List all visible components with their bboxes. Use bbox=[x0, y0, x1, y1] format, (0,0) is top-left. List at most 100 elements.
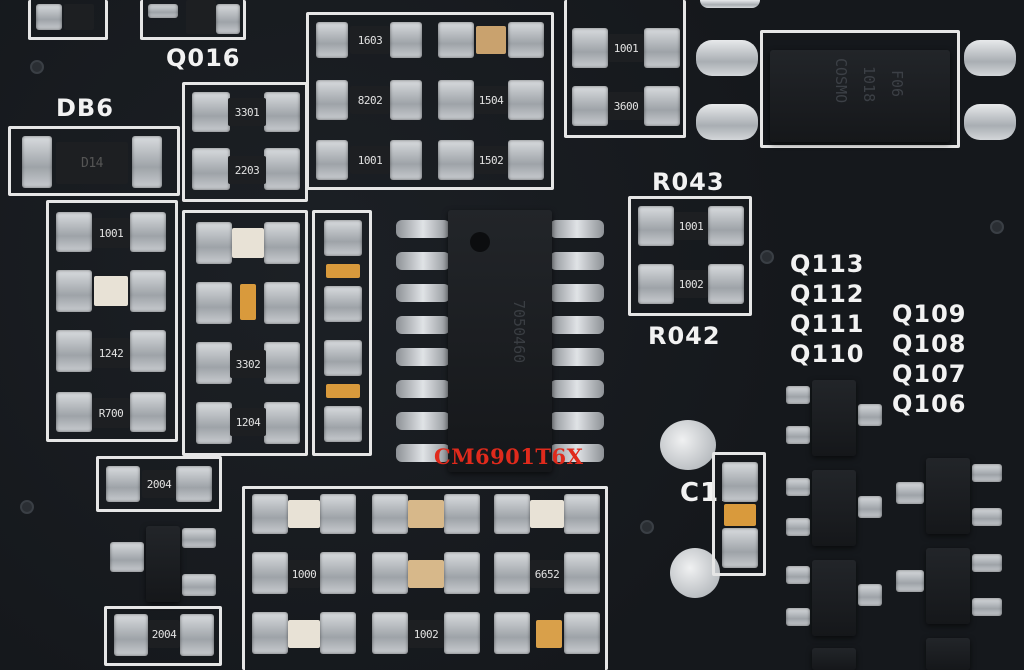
ic-pin bbox=[396, 412, 450, 430]
pad bbox=[56, 392, 92, 432]
pad bbox=[494, 494, 530, 534]
pad bbox=[252, 494, 288, 534]
label-q113: Q113 bbox=[790, 250, 865, 278]
pad bbox=[638, 206, 674, 246]
ic-pin bbox=[550, 284, 604, 302]
pad bbox=[176, 466, 212, 502]
pad bbox=[264, 222, 300, 264]
pad bbox=[132, 136, 162, 188]
pad bbox=[508, 140, 544, 180]
pad bbox=[708, 264, 744, 304]
pad bbox=[316, 22, 348, 58]
resistor-6652: 6652 bbox=[530, 560, 564, 588]
resistor-2203: 2203 bbox=[228, 156, 266, 184]
pad bbox=[316, 80, 348, 120]
pad bbox=[438, 140, 474, 180]
pad bbox=[896, 570, 924, 592]
pad bbox=[56, 330, 92, 372]
ic-pin bbox=[550, 380, 604, 398]
pad bbox=[722, 462, 758, 502]
pad bbox=[564, 552, 600, 594]
pad bbox=[130, 270, 166, 312]
transistor bbox=[812, 380, 856, 456]
label-q106: Q106 bbox=[892, 390, 967, 418]
pad bbox=[264, 148, 300, 190]
ic-pin bbox=[550, 252, 604, 270]
pad bbox=[264, 342, 300, 384]
component-body bbox=[64, 4, 94, 30]
pad bbox=[264, 402, 300, 444]
capacitor bbox=[408, 500, 444, 528]
pad bbox=[786, 608, 810, 626]
pad bbox=[972, 598, 1002, 616]
pad bbox=[700, 0, 760, 8]
resistor-1001: 1001 bbox=[350, 146, 390, 174]
ic-pin bbox=[550, 348, 604, 366]
transistor bbox=[926, 548, 970, 624]
ic-pin bbox=[396, 220, 450, 238]
via bbox=[640, 520, 654, 534]
ic-marking: 7050460 bbox=[510, 300, 528, 364]
capacitor bbox=[232, 228, 264, 258]
pad bbox=[130, 330, 166, 372]
pad bbox=[786, 566, 810, 584]
resistor-2004: 2004 bbox=[142, 470, 176, 498]
transistor bbox=[812, 648, 856, 670]
ic-pin bbox=[396, 380, 450, 398]
capacitor bbox=[240, 284, 256, 320]
resistor-1001: 1001 bbox=[92, 218, 130, 248]
diode-db6: D14 bbox=[56, 142, 128, 184]
pad bbox=[508, 80, 544, 120]
pad bbox=[196, 402, 232, 444]
pad bbox=[972, 508, 1002, 526]
silkscreen-outline bbox=[140, 0, 246, 40]
top-right-ic bbox=[770, 50, 950, 142]
via bbox=[760, 250, 774, 264]
pad bbox=[130, 212, 166, 252]
pad bbox=[494, 552, 530, 594]
resistor-1502: 1502 bbox=[474, 146, 508, 174]
pad bbox=[638, 264, 674, 304]
pad bbox=[390, 80, 422, 120]
main-ic-cm6901 bbox=[448, 210, 552, 472]
pad bbox=[252, 612, 288, 654]
resistor-2004: 2004 bbox=[148, 620, 180, 648]
pad bbox=[36, 4, 62, 30]
resistor-1603: 1603 bbox=[350, 26, 390, 54]
pad bbox=[56, 212, 92, 252]
pad bbox=[390, 22, 422, 58]
label-db6: DB6 bbox=[56, 94, 114, 122]
pad bbox=[786, 478, 810, 496]
label-q108: Q108 bbox=[892, 330, 967, 358]
label-q109: Q109 bbox=[892, 300, 967, 328]
db6-outline bbox=[8, 126, 180, 196]
pad bbox=[390, 140, 422, 180]
label-r042: R042 bbox=[648, 322, 721, 350]
resistor-1242: 1242 bbox=[92, 338, 130, 368]
pad bbox=[644, 86, 680, 126]
pad bbox=[564, 494, 600, 534]
pad bbox=[438, 22, 474, 58]
label-q016: Q016 bbox=[166, 44, 241, 72]
pad bbox=[786, 518, 810, 536]
pad bbox=[180, 614, 214, 656]
resistor-r042: 1002 bbox=[674, 270, 708, 298]
ic-marking: F06 bbox=[888, 70, 906, 98]
via bbox=[30, 60, 44, 74]
pad bbox=[320, 552, 356, 594]
pad bbox=[264, 92, 300, 132]
resistor-1000: 1000 bbox=[288, 560, 320, 588]
pad bbox=[508, 22, 544, 58]
pad bbox=[196, 222, 232, 264]
capacitor bbox=[94, 276, 128, 306]
ic-pin bbox=[396, 444, 450, 462]
component-body bbox=[186, 0, 216, 34]
pad bbox=[708, 206, 744, 246]
resistor-1504: 1504 bbox=[474, 86, 508, 114]
test-point bbox=[660, 420, 716, 470]
pad bbox=[196, 342, 232, 384]
ic-pin bbox=[396, 316, 450, 334]
label-q112: Q112 bbox=[790, 280, 865, 308]
pad bbox=[696, 104, 758, 140]
